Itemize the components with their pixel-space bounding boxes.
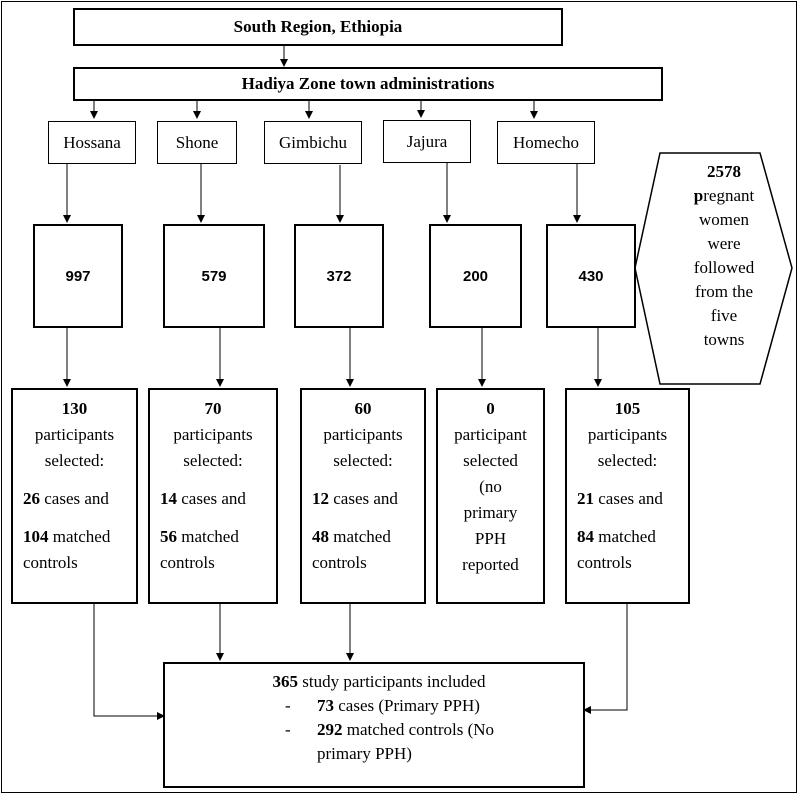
count-box-shone: 579 [163,224,265,328]
count-box-homecho: 430 [546,224,636,328]
count-box-gimbichu: 372 [294,224,384,328]
arrow-hossana-final [93,603,165,720]
town-name: Jajura [406,131,448,151]
town-box-jajura: Jajura [383,120,471,163]
selected-box-homecho: 105 participants selected: 21 cases and … [565,388,690,604]
selected-line: selected: [597,451,658,470]
controls-line-2: controls [312,553,367,572]
selected-count: 60 [354,399,372,418]
selected-count: 130 [61,399,88,418]
town-name: Homecho [512,132,580,152]
followed-line: followed [693,258,755,277]
selected-line: participants [587,425,668,444]
controls-line: 48 matched [312,527,391,546]
town-box-homecho: Homecho [497,121,595,164]
selected-line: participant [454,425,527,444]
cases-line: 21 cases and [577,489,663,508]
followed-line: towns [703,330,745,349]
selected-line: participants [34,425,115,444]
count-value: 997 [65,267,91,285]
town-box-shone: Shone [157,121,237,164]
controls-line: 104 matched [23,527,111,546]
controls-line-2: controls [160,553,215,572]
followed-number: 2578 [707,162,741,181]
selected-box-jajura: 0 participant selected (no primary PPH r… [436,388,545,604]
zone-label: Hadiya Zone town administrations [241,74,495,93]
selected-line: selected: [333,451,393,470]
town-name: Hossana [63,132,121,152]
selected-line: selected [463,451,518,470]
selected-box-gimbichu: 60 participants selected: 12 cases and 4… [300,388,426,604]
count-value: 372 [326,267,352,285]
controls-line: 56 matched [160,527,239,546]
selected-line: PPH [474,529,507,548]
selected-count: 105 [614,399,641,418]
controls-line: 84 matched [577,527,656,546]
town-box-gimbichu: Gimbichu [264,121,362,164]
controls-line-2: controls [23,553,78,572]
selected-line: selected: [44,451,105,470]
cases-line: 26 cases and [23,489,109,508]
selected-box-hossana: 130 participants selected: 26 cases and … [11,388,138,604]
count-box-hossana: 997 [33,224,123,328]
final-box: 365 study participants included - 73 cas… [163,662,585,788]
followed-line: women [698,210,750,229]
region-box: South Region, Ethiopia [73,8,563,46]
count-value: 430 [578,267,604,285]
followed-line: were [707,234,741,253]
selected-line: (no [479,477,502,496]
region-label: South Region, Ethiopia [233,17,403,36]
selected-line: selected: [183,451,243,470]
followed-line: from the [694,282,754,301]
final-total-line: 365 study participants included [272,672,486,691]
selected-line: primary [463,503,518,522]
selected-count: 0 [486,399,495,418]
count-value: 200 [462,267,489,285]
followed-text: 2578 pregnant women were followed from t… [668,160,780,352]
cases-line: 12 cases and [312,489,398,508]
selected-line: reported [462,555,519,574]
town-name: Shone [175,132,219,152]
selected-line: participants [173,425,253,444]
selected-box-shone: 70 participants selected: 14 cases and 5… [148,388,278,604]
town-name: Gimbichu [279,132,347,152]
arrow-homecho-final [583,603,628,714]
selected-count: 70 [204,399,222,418]
town-box-hossana: Hossana [48,121,136,164]
controls-line-2: controls [577,553,632,572]
selected-line: participants [323,425,403,444]
followed-line: five [710,306,738,325]
zone-box: Hadiya Zone town administrations [73,67,663,101]
cases-line: 14 cases and [160,489,246,508]
final-cases-line: - 73 cases (Primary PPH) [285,696,480,715]
followed-line: regnant [703,186,755,205]
followed-bold-letter: p [693,186,704,205]
count-value: 579 [201,267,227,285]
count-box-jajura: 200 [429,224,522,328]
